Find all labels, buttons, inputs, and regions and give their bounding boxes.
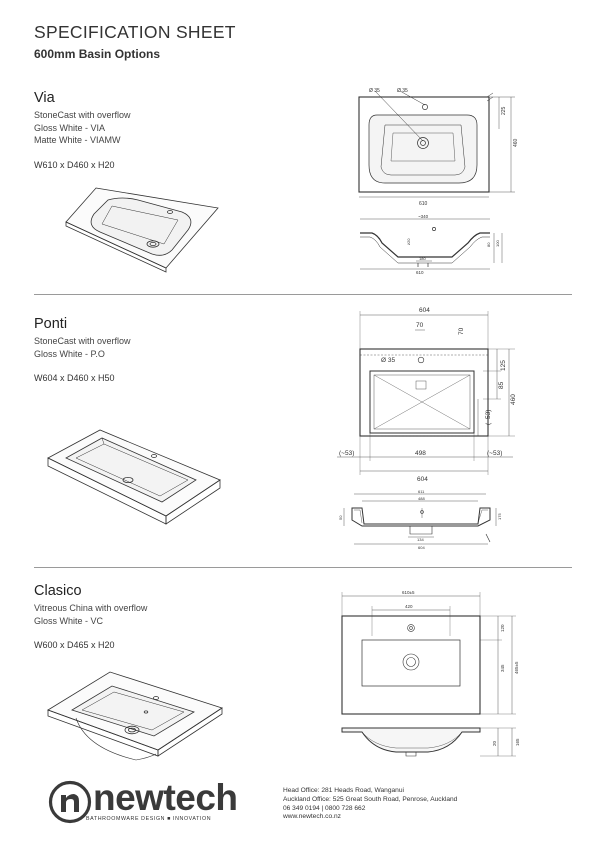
product-dimensions: W610 x D460 x H20 (34, 159, 115, 170)
product-dimensions: W604 x D460 x H50 (34, 373, 115, 383)
dim-label: 20 (492, 740, 497, 746)
dim-label: Ø 35 (397, 88, 408, 94)
address-line: Head Office: 281 Heads Road, Wanganui (283, 787, 404, 794)
dim-label: 465±5 (514, 661, 519, 674)
page-subtitle: 600mm Basin Options (34, 47, 161, 61)
dim-label: (~53) (487, 450, 502, 457)
clasico-plan-drawing: 610±5 420 120 345 465±5 (341, 590, 519, 715)
product-line: Gloss White - VIA (34, 122, 106, 133)
dim-label: Ø 35 (369, 88, 380, 94)
clasico-section-drawing: 20 165 (341, 727, 520, 757)
dim-label: (~53) (339, 450, 354, 457)
ponti-basin-illustration (47, 429, 221, 525)
dim-label: 498 (415, 450, 426, 457)
dim-label: 70 (458, 327, 465, 335)
dim-label: 70 (416, 322, 424, 329)
dim-label: Ø 35 (381, 357, 395, 364)
dim-label: 180 (419, 256, 426, 261)
dim-label: 488 (418, 496, 425, 501)
product-name: Clasico (34, 583, 82, 599)
via-basin-illustration (65, 187, 219, 273)
dim-label: 85 (498, 381, 505, 389)
dim-label: 134 (417, 537, 424, 542)
dim-label: 460 (510, 394, 517, 405)
product-line: Gloss White - P.O (34, 348, 105, 359)
dim-label: 604 (417, 476, 428, 483)
logo: newtech BATHROOMWARE DESIGN ■ INNOVATION (48, 777, 248, 828)
footer-address: Head Office: 281 Heads Road, Wanganui Au… (283, 787, 457, 822)
product-line: Matte White - VIAMW (34, 135, 121, 145)
dim-label: 80 (486, 242, 491, 247)
logo-tagline: BATHROOMWARE DESIGN ■ INNOVATION (86, 816, 212, 822)
product-via: Via StoneCast with overflow Gloss White … (34, 90, 131, 170)
dim-label: 225 (501, 106, 507, 115)
dim-label: 100 (495, 240, 500, 247)
dim-label: ž20 (406, 238, 411, 245)
product-line: Gloss White - VC (34, 615, 104, 626)
website-link[interactable]: www.newtech.co.nz (283, 813, 341, 821)
product-line: StoneCast with overflow (34, 336, 131, 346)
dim-label: 610±5 (402, 590, 415, 595)
dim-label: (~53) (485, 410, 492, 425)
product-dimensions: W600 x D465 x H20 (34, 640, 115, 650)
section-divider (34, 567, 572, 568)
product-name: Ponti (34, 316, 68, 332)
dim-label: 345 (500, 664, 505, 672)
via-plan-drawing: Ø 35 Ø 35 225 460 610 (358, 88, 519, 207)
phone-line: 06 349 0194 | 0800 728 662 (283, 804, 366, 812)
via-section-drawing: ~340 ž20 80 100 180 610 (360, 214, 503, 275)
product-name: Via (34, 90, 55, 106)
product-line: Vitreous China with overflow (34, 603, 148, 613)
dim-label: 420 (405, 604, 413, 609)
product-clasico: Clasico Vitreous China with overflow Glo… (34, 583, 147, 650)
dim-label: 120 (500, 624, 505, 632)
clasico-basin-illustration (47, 671, 223, 761)
ponti-section-drawing: 611 488 134 604 50 175 (338, 489, 502, 550)
ponti-plan-drawing: 604 70 70 Ø 35 125 85 460 (~53) (~53) 49… (337, 307, 517, 483)
address-line: Auckland Office: 525 Great South Road, P… (283, 795, 458, 803)
dim-label: 610 (419, 201, 428, 207)
dim-label: ~340 (418, 214, 429, 219)
product-line: StoneCast with overflow (34, 110, 131, 120)
dim-label: 165 (515, 738, 520, 746)
dim-label: 604 (418, 545, 425, 550)
dim-label: 611 (418, 489, 425, 494)
dim-label: 604 (419, 307, 430, 314)
product-ponti: Ponti StoneCast with overflow Gloss Whit… (34, 316, 131, 383)
newtech-logo-mark-icon (48, 780, 92, 824)
page-title: SPECIFICATION SHEET (34, 22, 236, 42)
dim-label: 125 (500, 360, 507, 371)
dim-label: 460 (513, 138, 519, 147)
logo-wordmark: newtech (93, 777, 238, 818)
dim-label: 50 (338, 515, 343, 520)
section-divider (34, 294, 572, 295)
dim-label: 175 (497, 513, 502, 520)
dim-label: 610 (416, 270, 424, 275)
